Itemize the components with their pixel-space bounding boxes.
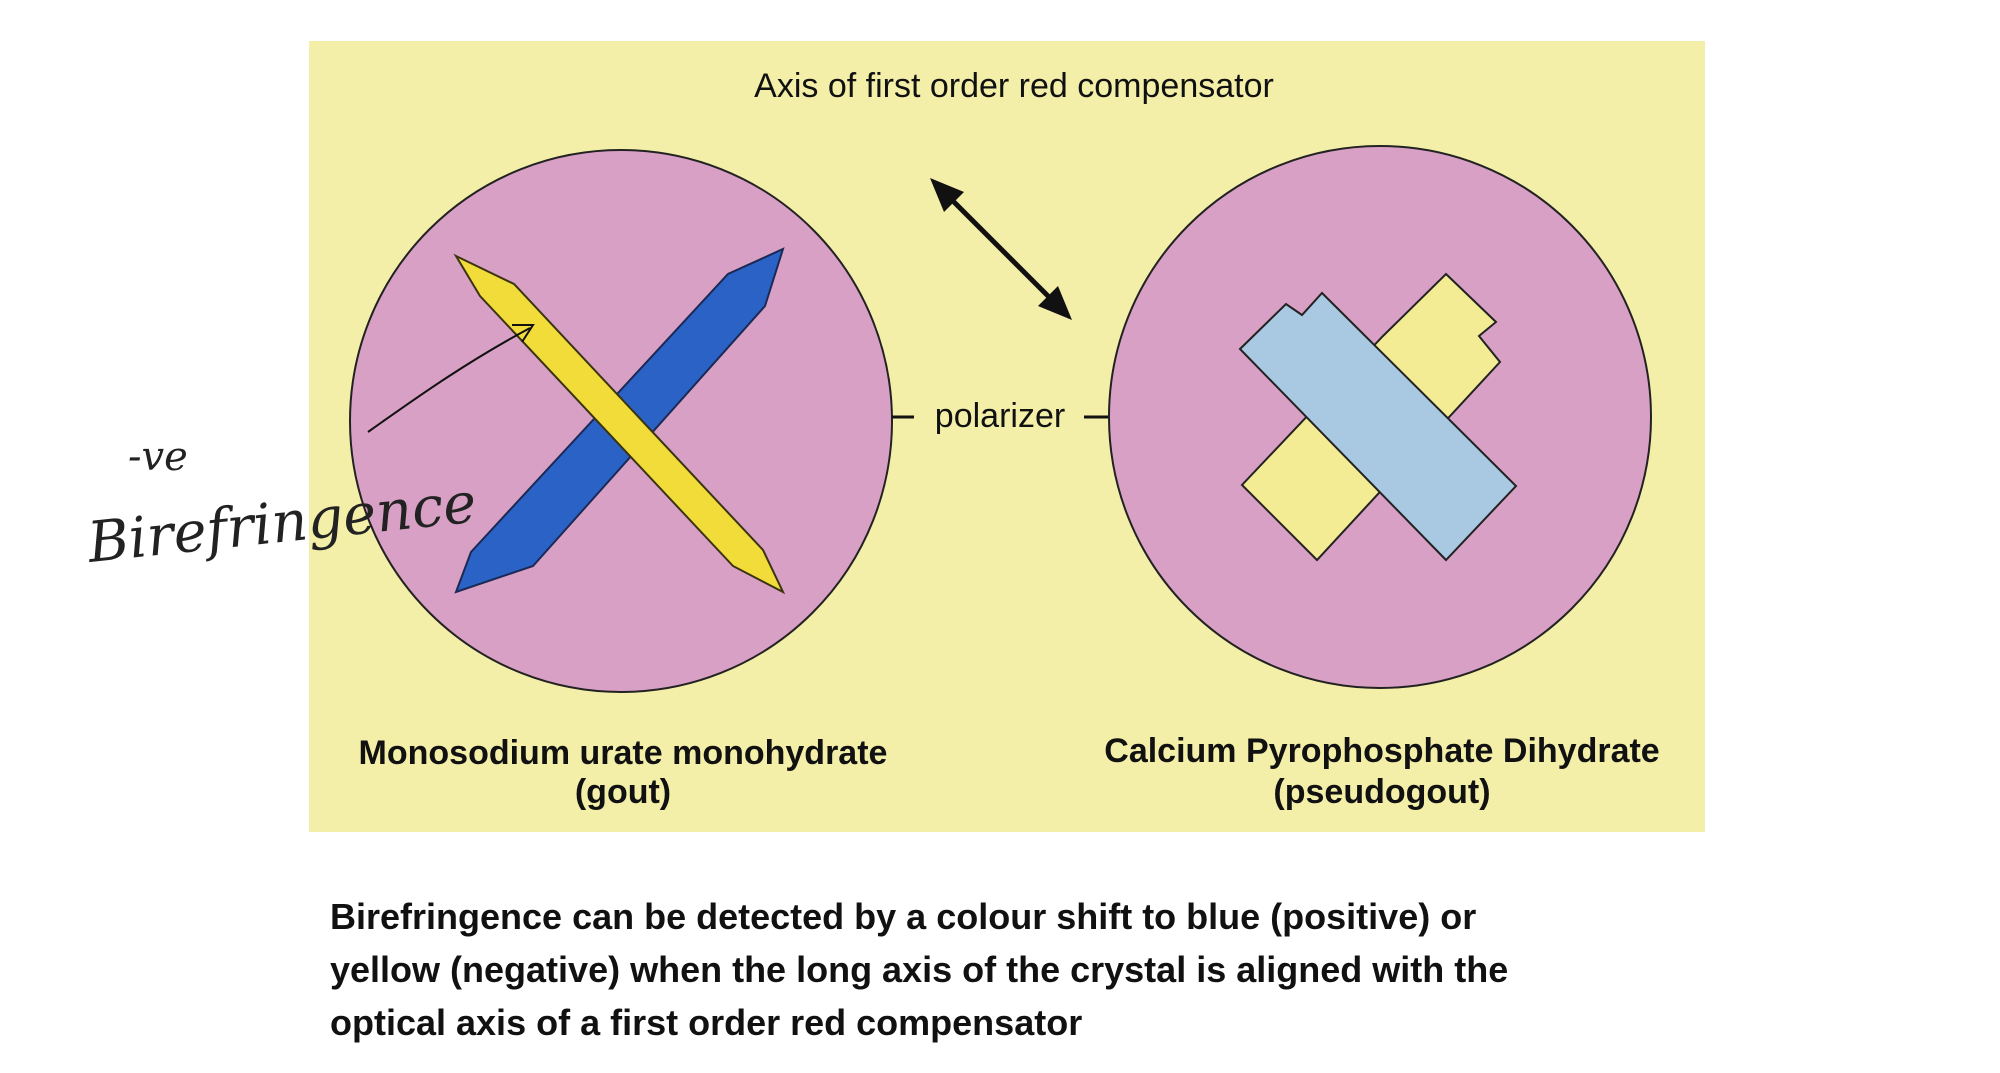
left-crystal-name: Monosodium urate monohydrate — [359, 734, 888, 772]
compensator-axis-label: Axis of first order red compensator — [754, 67, 1274, 105]
annotation-sign: -ve — [128, 434, 188, 480]
caption-text: Birefringence can be detected by a colou… — [330, 890, 1750, 1049]
caption-line-1: Birefringence can be detected by a colou… — [330, 896, 1477, 937]
right-crystal-name: Calcium Pyrophosphate Dihydrate — [1104, 732, 1659, 770]
polarizer-label: polarizer — [935, 397, 1065, 435]
yellow-needle-crystal — [453, 253, 786, 595]
annotation-arrow-head — [512, 324, 535, 343]
caption-line-3: optical axis of a first order red compen… — [330, 1002, 1083, 1043]
caption-line-2: yellow (negative) when the long axis of … — [330, 949, 1509, 990]
right-crystal-disease: (pseudogout) — [1273, 773, 1490, 811]
axis-arrowhead-down — [1038, 286, 1072, 320]
left-crystal-disease: (gout) — [575, 773, 671, 811]
compensator-axis-line — [942, 190, 1060, 308]
axis-arrowhead-up — [930, 178, 964, 212]
annotation-arrow-shaft — [367, 327, 531, 433]
blue-rhomboid-crystal — [1238, 291, 1518, 562]
